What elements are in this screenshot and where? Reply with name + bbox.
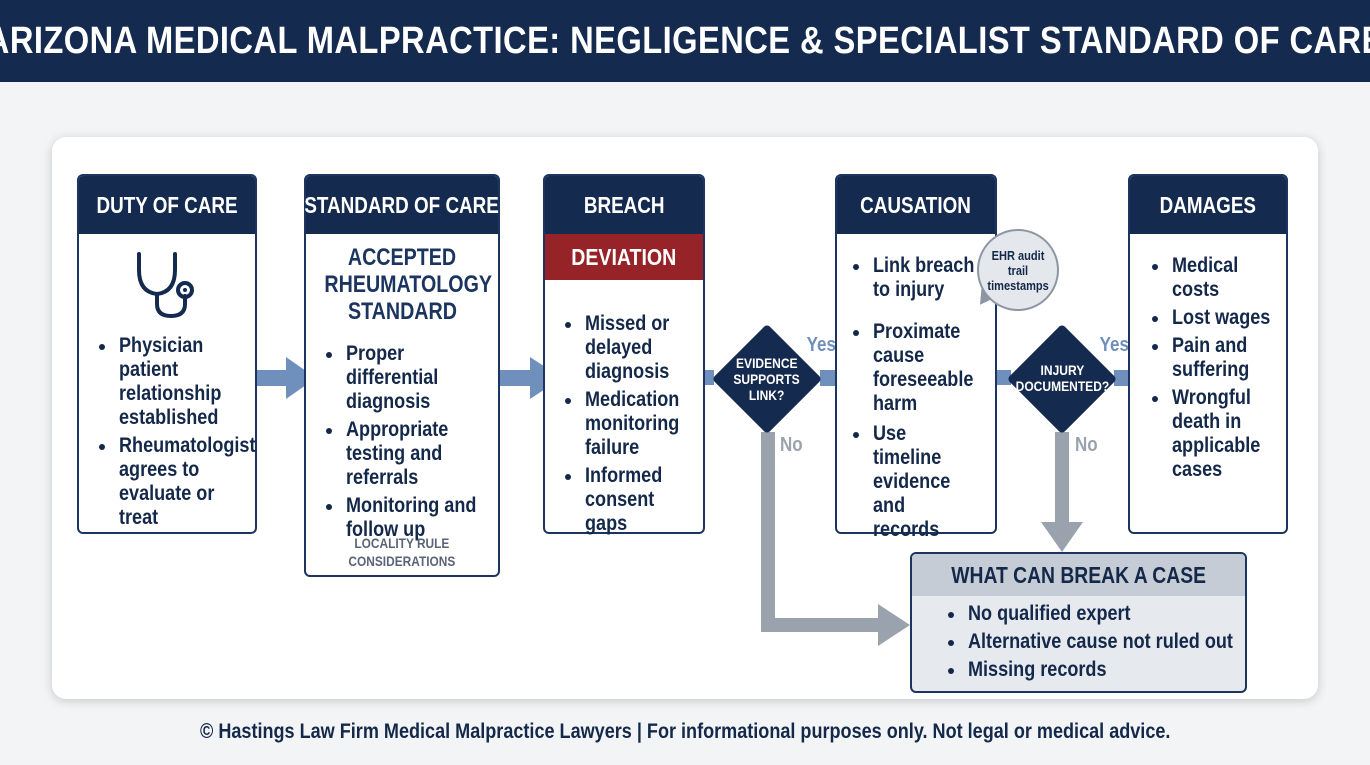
stethoscope-icon [137,252,194,319]
standard-list: Proper differential diagnosis Appropriat… [324,342,492,546]
ehr-audit-bubble: EHR audit trail timestamps [977,229,1059,311]
list-item: Proper differential diagnosis [324,342,492,414]
page-title: ARIZONA MEDICAL MALPRACTICE: NEGLIGENCE … [0,19,1370,62]
list-item: Lost wages [1150,306,1282,330]
list-item: Rheumatologist agrees to evaluate or tre… [97,434,255,530]
card-causation: CAUSATION Link breach to injury Proximat… [835,174,997,541]
deviation-banner: DEVIATION [545,234,703,280]
standard-subtitle: ACCEPTED RHEUMATOLOGY STANDARD [324,244,493,325]
arrow-duty-to-standard [256,357,316,399]
list-item: Pain and suffering [1150,334,1282,382]
duty-list: Physician patient relationship establish… [97,334,255,534]
footer-disclaimer: © Hastings Law Firm Medical Malpractice … [199,720,1171,743]
locality-note: LOCALITY RULE CONSIDERATIONS [348,535,456,569]
list-item: Proximate cause foreseeable harm [851,320,975,416]
arrow-no-injury-to-break [1041,432,1083,552]
card-breach-title: BREACH [545,176,703,234]
list-item: Use timeline evidence and records [851,422,975,542]
list-item: Alternative cause not ruled out [946,630,1236,654]
card-breach: BREACH DEVIATION Missed or delayed diagn… [543,174,705,535]
list-item: Medication monitoring failure [563,388,699,460]
causation-list: Link breach to injury Proximate cause fo… [851,254,975,546]
decision-injury-yes: Yes [1099,334,1129,356]
arrow-standard-to-breach [500,357,562,399]
card-damages: DAMAGES Medical costs Lost wages Pain an… [1128,174,1288,534]
list-item: No qualified expert [946,602,1236,626]
decision-evidence-yes: Yes [806,334,836,356]
list-item: Monitoring and follow up [324,494,492,542]
header-bar: ARIZONA MEDICAL MALPRACTICE: NEGLIGENCE … [0,0,1370,82]
card-what-can-break-a-case: WHAT CAN BREAK A CASE No qualified exper… [910,552,1247,693]
card-causation-title: CAUSATION [837,176,995,234]
card-duty-of-care: DUTY OF CARE Physician patient relations… [77,174,257,534]
list-item: Missing records [946,658,1236,682]
list-item: Informed consent gaps [563,464,699,536]
breach-list: Missed or delayed diagnosis Medication m… [563,312,699,540]
card-standard-title: STANDARD OF CARE [305,176,499,234]
card-standard-of-care: STANDARD OF CARE ACCEPTED RHEUMATOLOGY S… [304,174,500,577]
damages-list: Medical costs Lost wages Pain and suffer… [1150,254,1282,486]
list-item: Appropriate testing and referrals [324,418,492,490]
list-item: Wrongful death in applicable cases [1150,386,1282,482]
break-case-list: No qualified expert Alternative cause no… [946,602,1236,686]
break-case-title: WHAT CAN BREAK A CASE [912,554,1245,596]
decision-injury-no: No [1075,434,1098,456]
card-damages-title: DAMAGES [1130,176,1286,234]
arrow-no-evidence-to-break [761,432,910,646]
decision-evidence-no: No [780,434,803,456]
list-item: Link breach to injury [851,254,975,302]
card-duty-title: DUTY OF CARE [79,176,255,234]
list-item: Physician patient relationship establish… [97,334,247,430]
list-item: Medical costs [1150,254,1282,302]
list-item: Missed or delayed diagnosis [563,312,699,384]
